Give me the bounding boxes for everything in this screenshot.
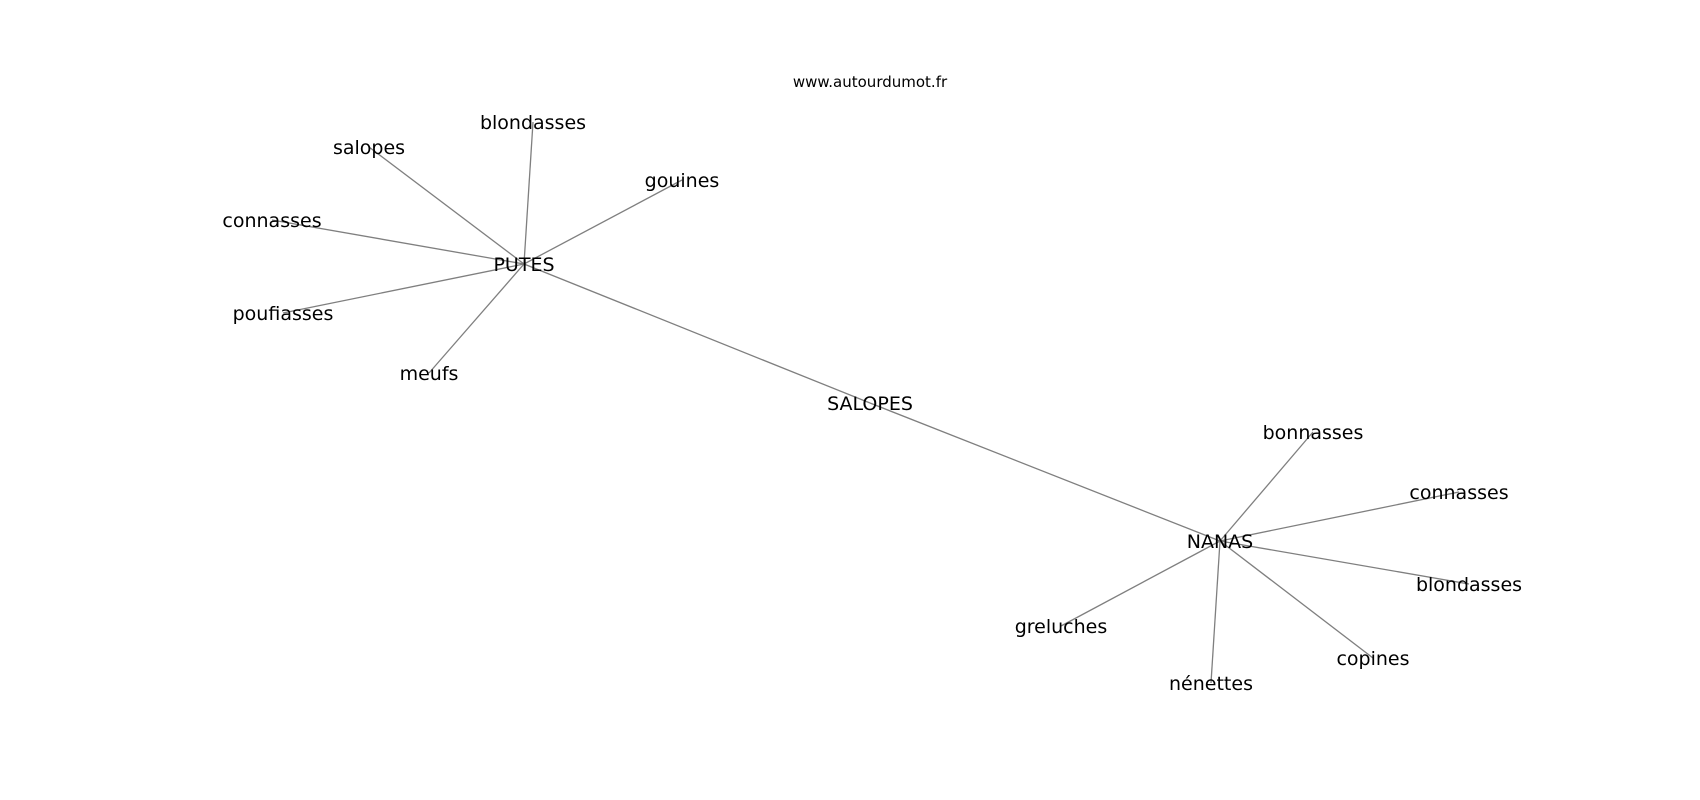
node-label-putes-salopes: salopes bbox=[333, 137, 405, 159]
node-label-salopes-center: SALOPES bbox=[827, 393, 913, 415]
node-label-putes: PUTES bbox=[493, 254, 554, 276]
edges-group bbox=[271, 121, 1470, 684]
edge-putes-salopes bbox=[368, 146, 525, 265]
edge-nanas-greluches bbox=[1060, 540, 1221, 627]
node-label-putes-blondasses: blondasses bbox=[480, 112, 586, 134]
node-label-nanas: NANAS bbox=[1187, 531, 1253, 553]
watermark-text: www.autourdumot.fr bbox=[793, 73, 948, 91]
node-label-putes-meufs: meufs bbox=[400, 363, 459, 385]
edge-putes-connasses bbox=[271, 219, 525, 265]
node-label-nanas-greluches: greluches bbox=[1015, 616, 1108, 638]
node-label-putes-connasses: connasses bbox=[222, 210, 321, 232]
edge-putes-gouines bbox=[523, 179, 683, 265]
edge-putes-meufs bbox=[428, 263, 525, 374]
node-label-nanas-nenettes: nénettes bbox=[1169, 673, 1253, 695]
edge-salopes-center-nanas bbox=[869, 402, 1221, 542]
edge-nanas-blondasses bbox=[1219, 540, 1470, 585]
node-label-nanas-connasses: connasses bbox=[1409, 482, 1508, 504]
node-label-putes-poufiasses: poufiasses bbox=[233, 303, 334, 325]
node-label-nanas-copines: copines bbox=[1336, 648, 1409, 670]
node-label-nanas-bonnasses: bonnasses bbox=[1263, 422, 1364, 444]
labels-group: SALOPES PUTES NANAS salopes blondasses gouine… bbox=[222, 112, 1522, 695]
node-label-nanas-blondasses: blondasses bbox=[1416, 574, 1522, 596]
edge-putes-blondasses bbox=[523, 121, 534, 265]
edge-nanas-connasses bbox=[1219, 491, 1460, 542]
edge-salopes-center-putes bbox=[523, 263, 871, 404]
edge-nanas-nenettes bbox=[1210, 540, 1221, 684]
edge-nanas-bonnasses bbox=[1219, 431, 1314, 542]
node-label-putes-gouines: gouines bbox=[645, 170, 720, 192]
edge-putes-poufiasses bbox=[282, 263, 525, 314]
edge-nanas-copines bbox=[1219, 540, 1374, 659]
